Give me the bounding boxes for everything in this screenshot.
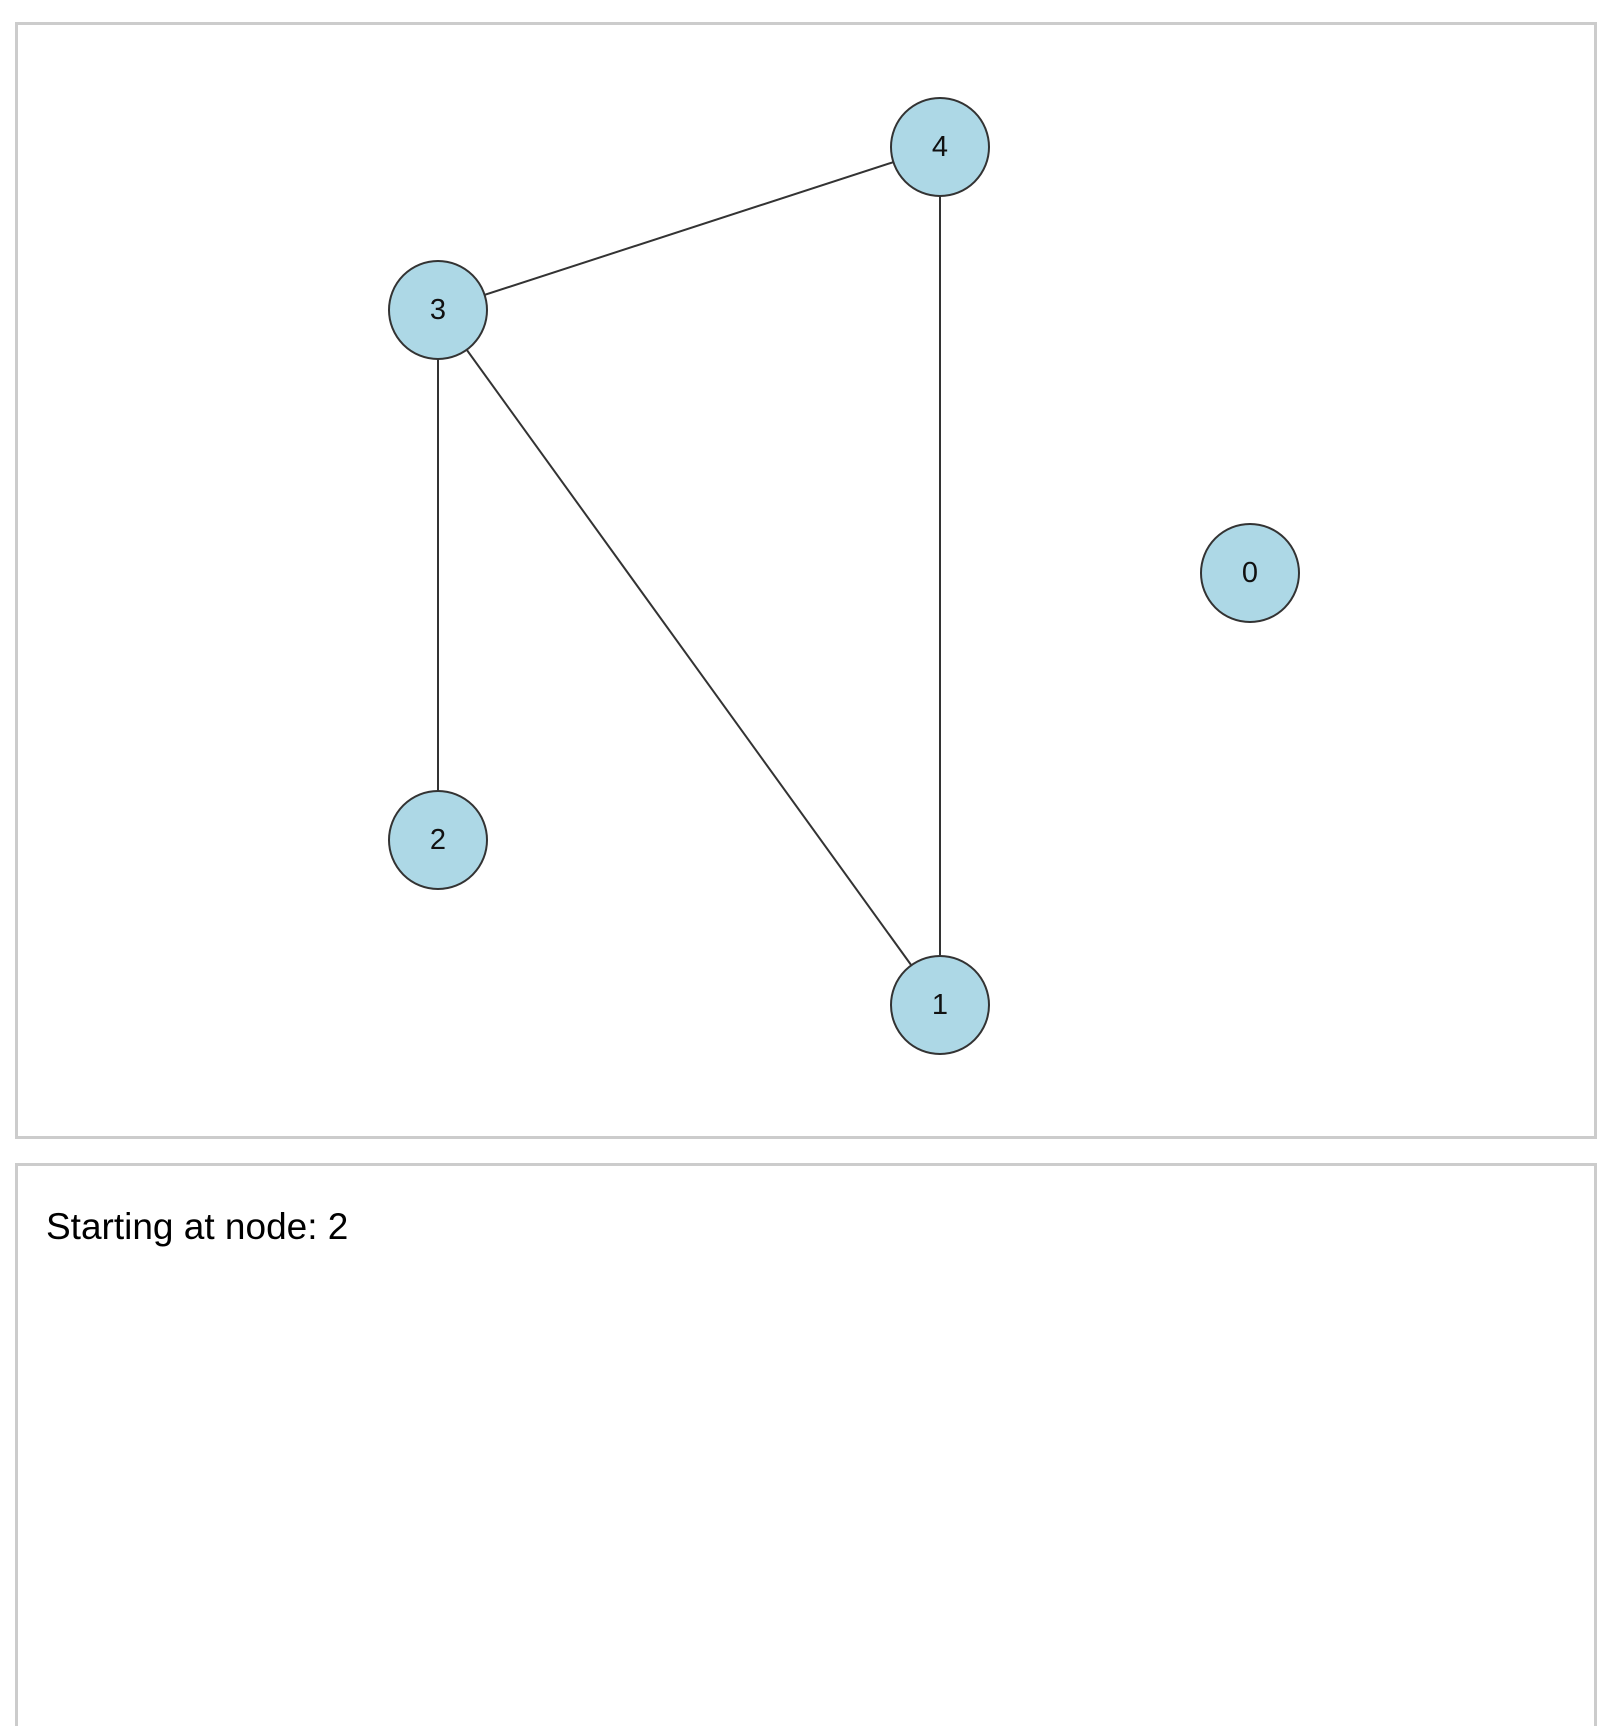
node-circle <box>890 97 990 197</box>
node-label: 1 <box>932 989 948 1021</box>
graph-canvas: 4 3 0 2 1 <box>15 22 1597 1139</box>
log-panel: Starting at node: 2 <box>15 1163 1597 1726</box>
node-circle <box>388 790 488 890</box>
node-4[interactable]: 4 <box>890 97 990 197</box>
edge-3-4 <box>437 146 941 311</box>
node-label: 0 <box>1242 557 1258 589</box>
node-label: 3 <box>430 294 446 326</box>
node-3[interactable]: 3 <box>388 260 488 360</box>
node-label: 2 <box>430 824 446 856</box>
node-circle <box>388 260 488 360</box>
node-1[interactable]: 1 <box>890 955 990 1055</box>
graph-svg: 4 3 0 2 1 <box>388 97 1300 1055</box>
edge-3-1 <box>437 309 941 1006</box>
log-line: Starting at node: 2 <box>46 1206 349 1247</box>
node-circle <box>890 955 990 1055</box>
node-0[interactable]: 0 <box>1200 523 1300 623</box>
node-label: 4 <box>932 131 948 163</box>
node-2[interactable]: 2 <box>388 790 488 890</box>
node-circle <box>1200 523 1300 623</box>
